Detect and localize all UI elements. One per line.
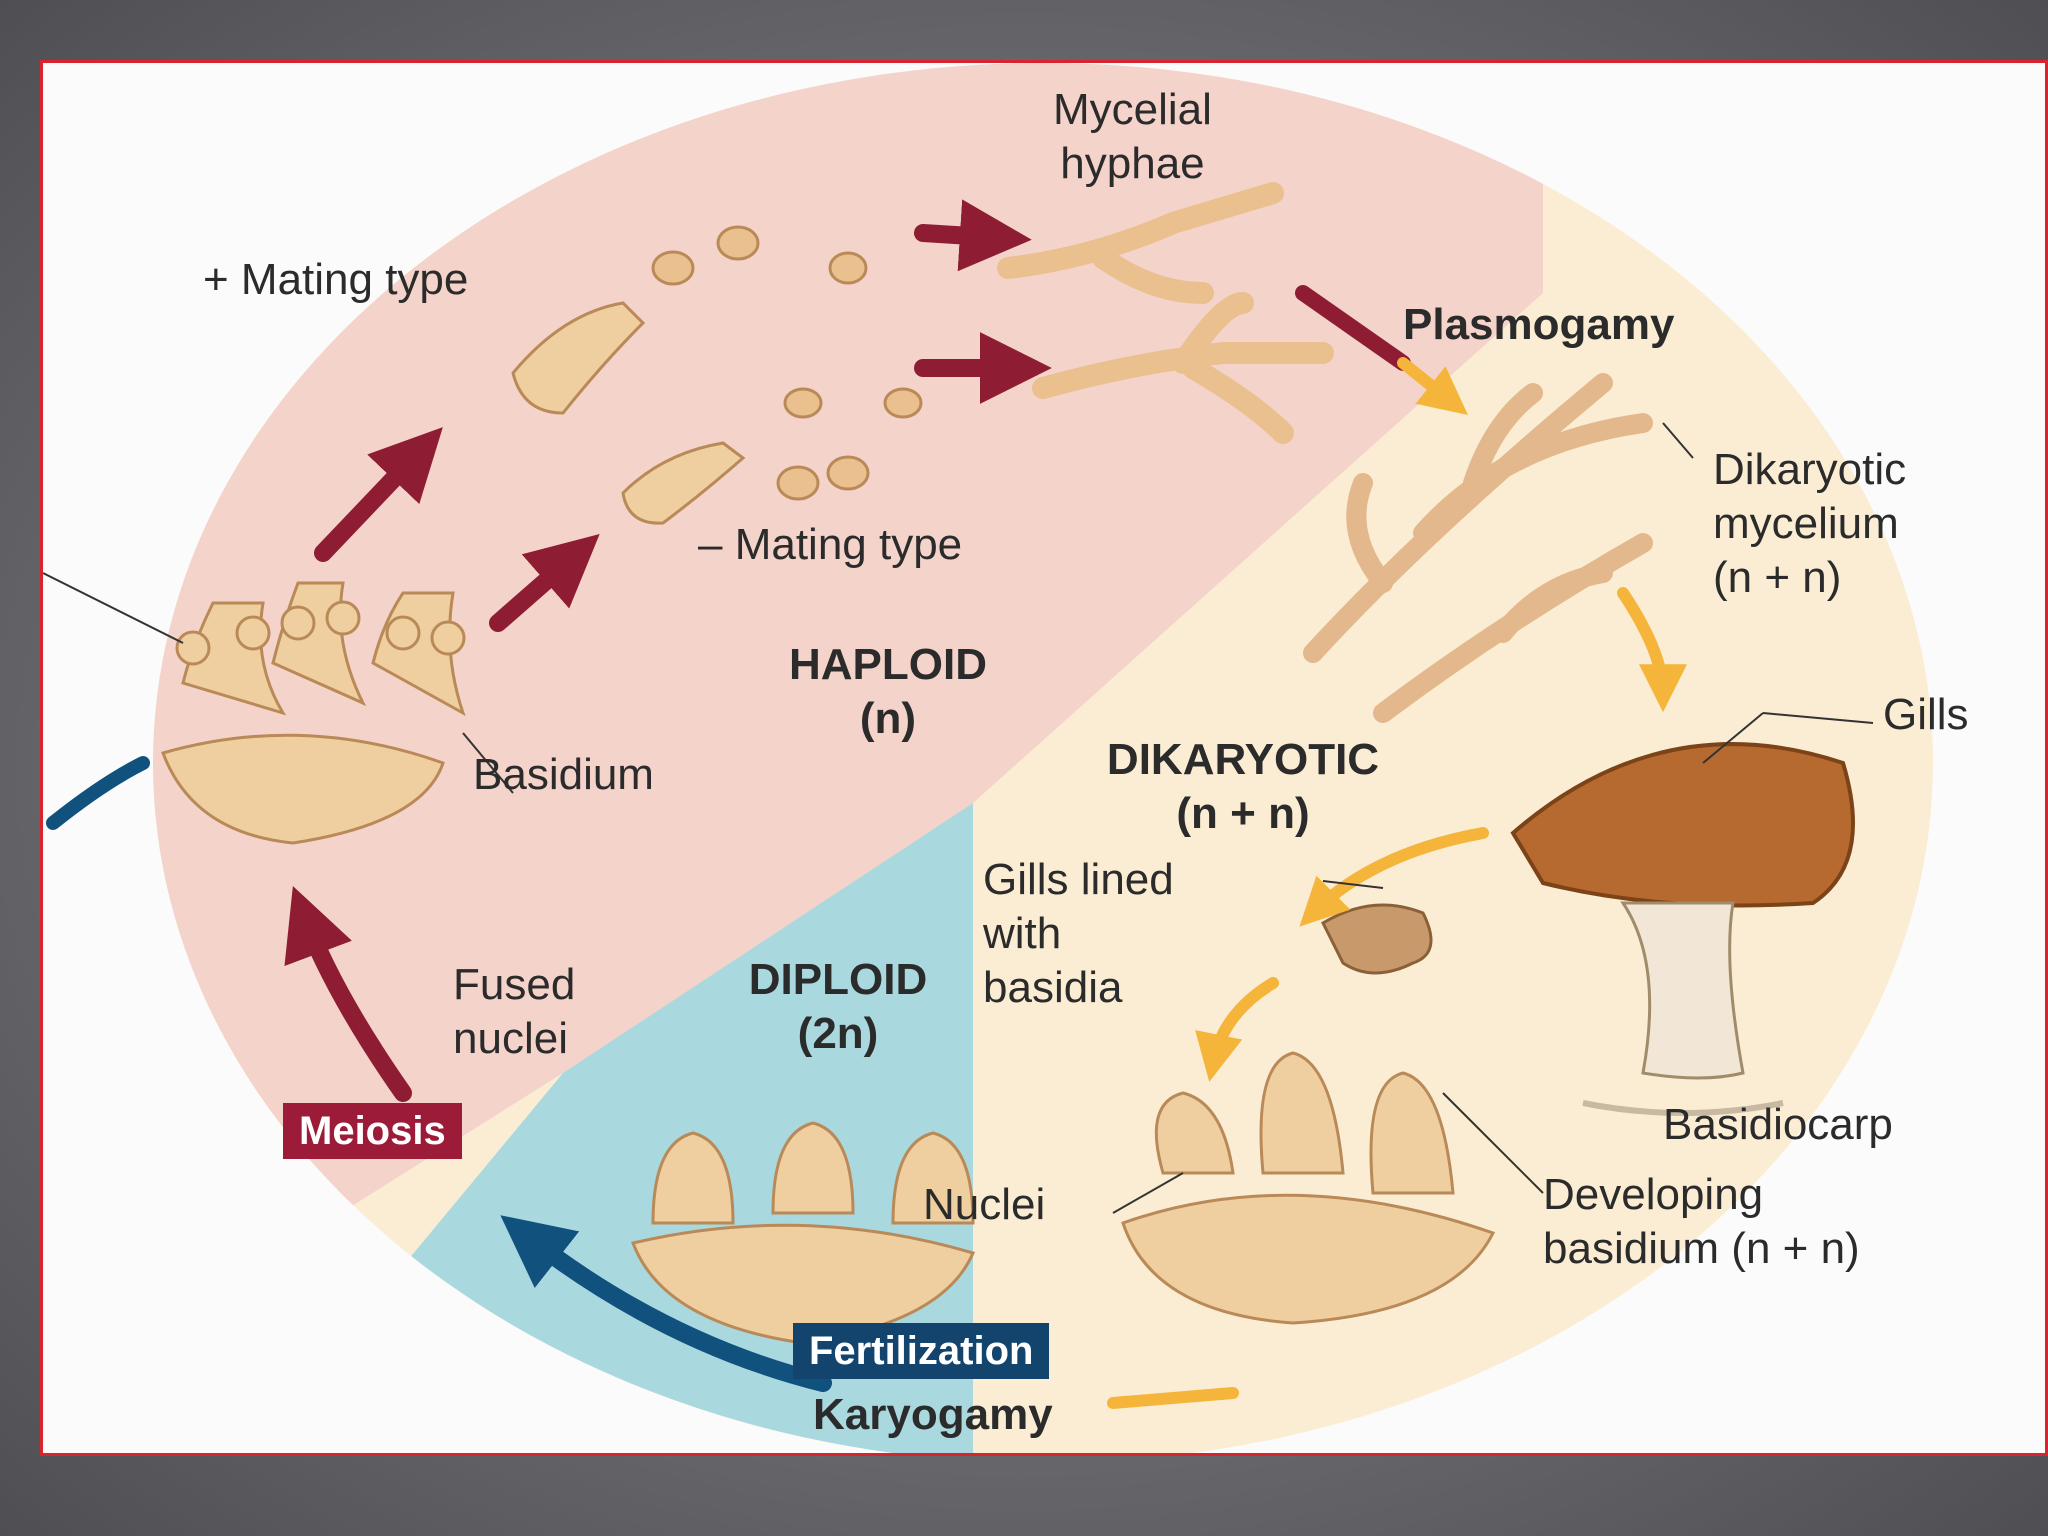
cycle-arrows: [46, 199, 1687, 1409]
dikaryotic-title: DIKARYOTIC: [1106, 735, 1380, 784]
fused-nuclei-line-1: Fused: [453, 960, 576, 1009]
dikaryotic-mycelium-line-1: Dikaryotic: [1713, 445, 1907, 494]
gills-lined-line-1: Gills lined: [983, 855, 1174, 904]
basidiocarp-label: Basidiocarp: [1663, 1100, 1893, 1149]
gills-lined-line-2: with: [983, 909, 1062, 958]
plasmogamy-arrow-head: [1397, 357, 1468, 415]
gills-lined-line-3: basidia: [983, 963, 1123, 1012]
dikaryotic-mycelium-line-3: (n + n): [1713, 553, 1842, 602]
basidiocarp-mushroom: [1510, 742, 1855, 1116]
diploid-basidia: [630, 1121, 976, 1345]
haploid-title: HAPLOID: [789, 640, 987, 689]
diploid-ploidy: (2n): [797, 1009, 879, 1058]
leader-lines: [43, 422, 1874, 1214]
mating-type-spores: [511, 301, 746, 525]
plus-mating-type-label: + Mating type: [203, 255, 469, 304]
meiosis-arrow: [284, 886, 412, 1102]
developing-basidium-line-1: Developing: [1543, 1170, 1764, 1219]
diploid-title: DIPLOID: [748, 955, 928, 1004]
dikaryotic-mycelium-label: Dikaryotic mycelium (n + n): [1713, 443, 1906, 605]
arrow-developing-to-fertilization: [1107, 1387, 1239, 1409]
diagram-frame: Mycelial hyphae + Mating type Plasmogamy…: [40, 60, 2048, 1456]
developing-basidium-label: Developing basidium (n + n): [1543, 1168, 1860, 1276]
mycelial-hyphae-label: Mycelial hyphae: [1053, 83, 1212, 191]
nuclei-label: Nuclei: [923, 1180, 1046, 1229]
fused-nuclei-label: Fused nuclei: [453, 958, 575, 1066]
plasmogamy-label: Plasmogamy: [1403, 300, 1675, 349]
minus-mating-type-label: – Mating type: [698, 520, 963, 569]
developing-basidia: [1121, 1051, 1496, 1325]
haploid-region-label: HAPLOID (n): [733, 638, 1043, 746]
arrow-to-gills: [1299, 827, 1489, 927]
mycelial-hyphae-line-2: hyphae: [1060, 139, 1205, 188]
life-cycle-illustration: [43, 63, 1933, 1453]
plasmogamy-arrow-stem: [1295, 285, 1411, 371]
meiosis-tag: Meiosis: [283, 1103, 462, 1159]
left-edge-blue-arrow: [46, 756, 150, 830]
developing-basidium-line-2: basidium (n + n): [1543, 1224, 1860, 1273]
haploid-region: [153, 63, 1543, 1363]
fertilization-tag: Fertilization: [793, 1323, 1050, 1379]
arrow-to-developing: [1195, 977, 1279, 1082]
arrow-to-mushroom: [1617, 587, 1687, 713]
haploid-ploidy: (n): [859, 694, 917, 743]
dikaryotic-ploidy: (n + n): [1176, 789, 1310, 838]
gills-lined-label: Gills lined with basidia: [983, 853, 1174, 1015]
diploid-region-label: DIPLOID (2n): [703, 953, 973, 1061]
basidium-label: Basidium: [473, 750, 654, 799]
dikaryotic-region-label: DIKARYOTIC (n + n): [1043, 733, 1443, 841]
arrow-to-minus-mating: [489, 534, 600, 632]
arrow-plus-to-hyphae: [914, 199, 1032, 272]
dikaryotic-mycelium-line-2: mycelium: [1713, 499, 1899, 548]
gills-label: Gills: [1883, 690, 1969, 739]
arrow-to-plus-mating: [314, 427, 443, 562]
dikaryotic-mycelium: [1303, 373, 1653, 723]
haploid-spores: [651, 225, 923, 501]
mycelial-hyphae-line-1: Mycelial: [1053, 85, 1212, 134]
fertilization-arrow: [500, 1215, 832, 1392]
karyogamy-label: Karyogamy: [813, 1390, 1053, 1439]
basidia-cluster: [161, 581, 466, 845]
fused-nuclei-line-2: nuclei: [453, 1014, 568, 1063]
